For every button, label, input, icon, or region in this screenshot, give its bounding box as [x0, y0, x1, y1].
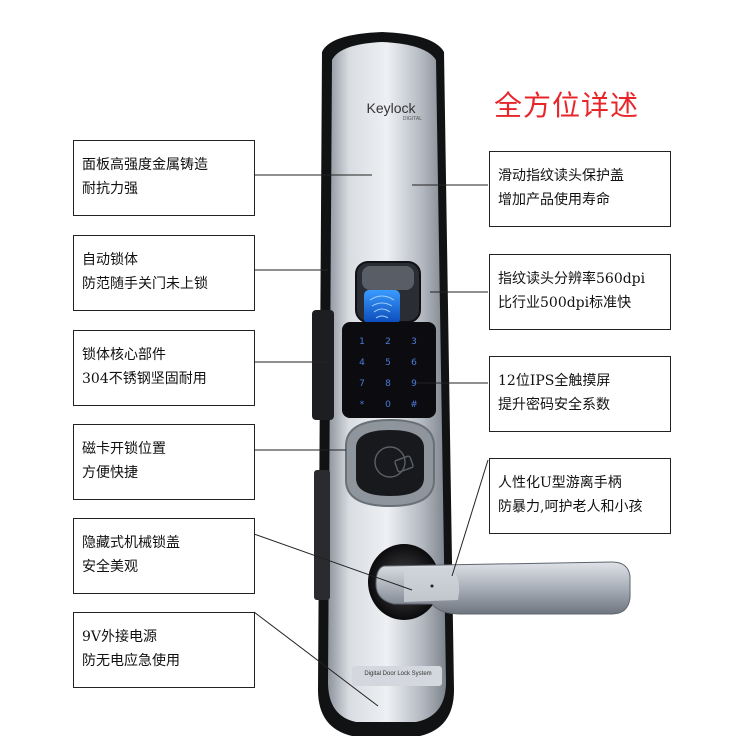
keypad-key: 1	[359, 337, 365, 347]
keypad-keys: 1 2 3 4 5 6 7 8 9 * 0 #	[359, 337, 418, 410]
callout-touch-screen: 12位IPS全触摸屏 提升密码安全系数	[489, 356, 671, 432]
callout-core-parts: 锁体核心部件 304不锈钢坚固耐用	[73, 330, 255, 406]
keypad-key: 7	[359, 379, 365, 389]
keypad-key: 4	[359, 358, 365, 368]
keypad-key: #	[410, 400, 418, 410]
callout-lines	[253, 174, 489, 707]
keypad-key: *	[360, 400, 365, 410]
callout-free-handle: 人性化U型游离手柄 防暴力,呵护老人和小孩	[489, 458, 671, 534]
callout-external-power: 9V外接电源 防无电应急使用	[73, 612, 255, 688]
keypad-key: 9	[411, 379, 417, 389]
callout-fingerprint-cover: 滑动指纹读头保护盖 增加产品使用寿命	[489, 151, 671, 227]
brand-sub: DIGITAL	[402, 116, 422, 122]
callout-auto-lock: 自动锁体 防范随手关门未上锁	[73, 235, 255, 311]
fingerprint-sensor	[364, 290, 400, 324]
lock-footer-text: Digital Door Lock System	[364, 671, 432, 677]
callout-fingerprint-resolution: 指纹读头分辨率560dpi 比行业500dpi标准快	[489, 254, 671, 330]
callout-hidden-keyhole: 隐藏式机械锁盖 安全美观	[73, 518, 255, 594]
brand-logo: Keylock DIGITAL	[360, 100, 422, 122]
callout-card-unlock: 磁卡开锁位置 方便快捷	[73, 424, 255, 500]
page-heading: 全方位详述	[494, 89, 640, 122]
keypad-key: 5	[385, 358, 391, 368]
callout-panel-material: 面板高强度金属铸造 耐抗力强	[73, 140, 255, 216]
keypad-key: 0	[385, 400, 391, 410]
touch-keypad	[342, 322, 436, 418]
keypad-key: 3	[411, 337, 417, 347]
keypad-key: 8	[385, 379, 391, 389]
keypad-key: 2	[385, 337, 391, 347]
keypad-key: 6	[411, 358, 417, 368]
brand-name: Keylock	[366, 100, 416, 116]
